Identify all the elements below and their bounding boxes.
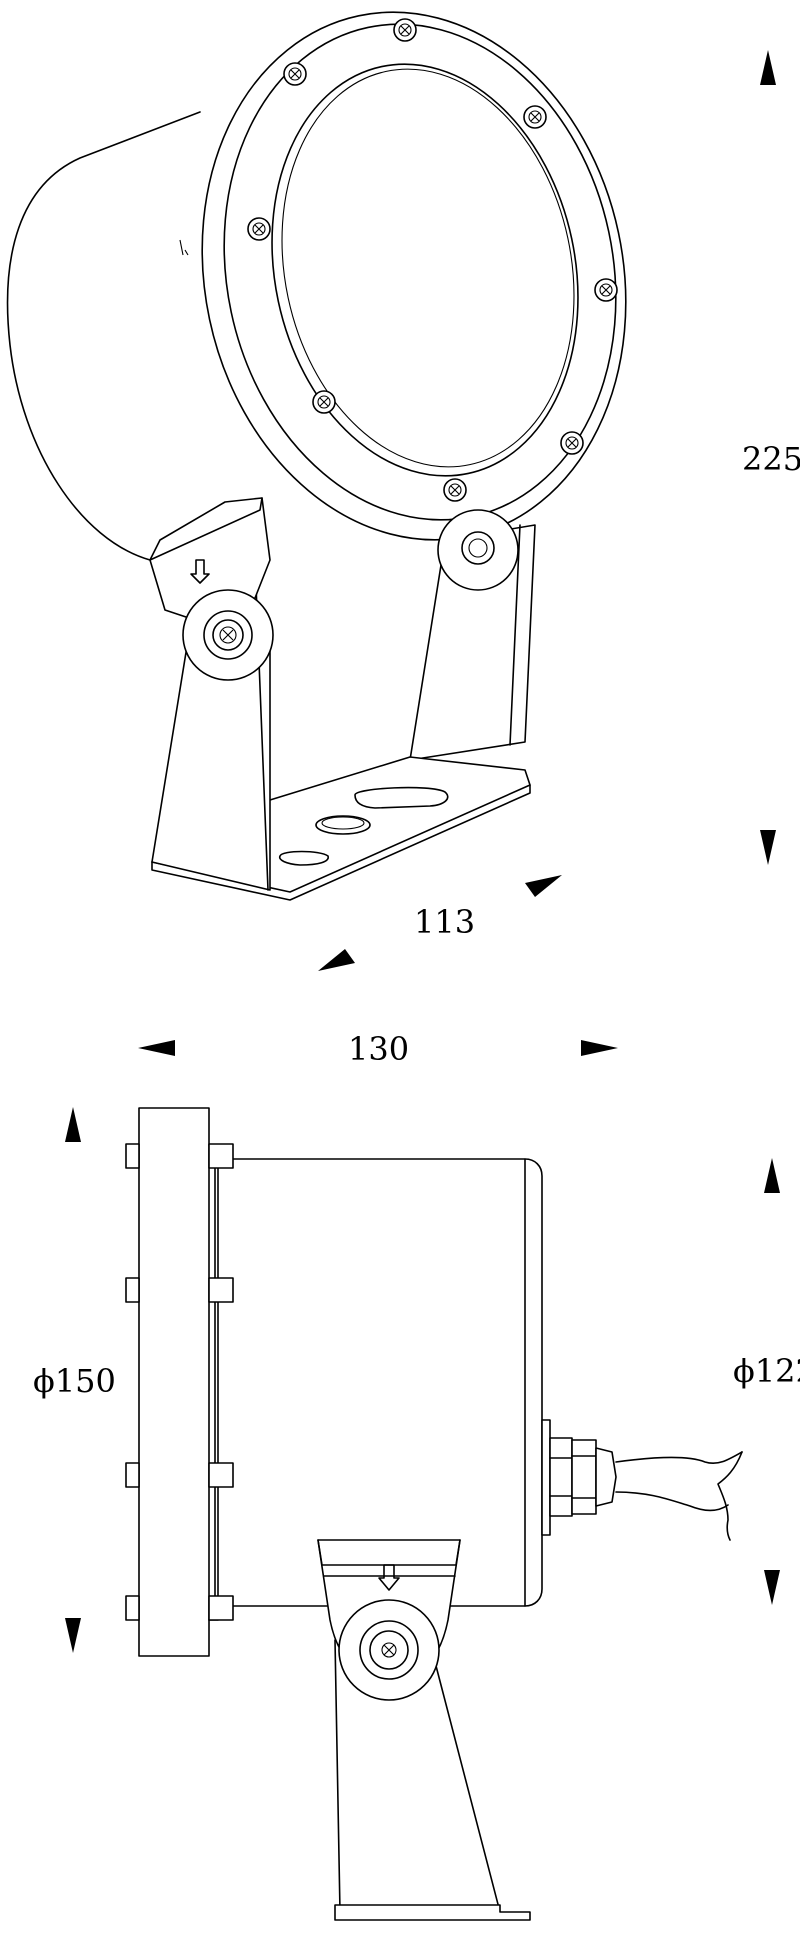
dim-arrow-down [760, 830, 776, 865]
dim-depth-label: 113 [414, 903, 475, 941]
screw [560, 431, 584, 455]
screw [283, 62, 307, 86]
screw [594, 278, 618, 302]
dim-length-label: 130 [348, 1030, 409, 1068]
dim-arrow-left [138, 1040, 175, 1056]
dim-arrow-up [764, 1158, 780, 1193]
dim-arrow-up [760, 50, 776, 85]
front-bezel [138, 1107, 210, 1657]
dim-arrow-diag-bottom [318, 949, 355, 971]
glass-lens [271, 63, 579, 477]
body-shell [6, 111, 231, 561]
screw [312, 390, 336, 414]
screw [247, 217, 271, 241]
dim-arrow-down [65, 1618, 81, 1653]
mounting-bracket [149, 497, 536, 901]
mounting-hole [315, 815, 371, 835]
dim-front-diameter-label: ϕ150 [33, 1362, 116, 1400]
dim-arrow-right [581, 1040, 618, 1056]
bezel-screw-heads [125, 1143, 234, 1621]
side-bracket [317, 1539, 531, 1921]
mounting-slot [278, 850, 329, 866]
bezel-screws [247, 18, 618, 502]
isometric-view: 225 113 [6, 11, 800, 971]
screw [523, 105, 547, 129]
dim-arrow-diag-top [525, 875, 562, 897]
dim-arrow-down [764, 1570, 780, 1605]
tilt-marker-arrow [190, 559, 210, 584]
mounting-slot [354, 786, 449, 809]
glass-lens-inner [281, 68, 575, 468]
cable-gland [541, 1419, 617, 1536]
dim-body-diameter-label: ϕ122 [733, 1352, 800, 1390]
dim-height-label: 225 [742, 440, 800, 478]
screw [393, 18, 417, 42]
body-cylinder [214, 1158, 543, 1607]
screw [443, 478, 467, 502]
bracket-foot [334, 1904, 531, 1921]
dim-arrow-up [65, 1107, 81, 1142]
side-view: 130 ϕ150 ϕ122 [33, 1030, 800, 1921]
power-cable [615, 1451, 743, 1465]
tilt-marker-arrow [378, 1564, 400, 1591]
pivot-knob-right [437, 509, 519, 591]
